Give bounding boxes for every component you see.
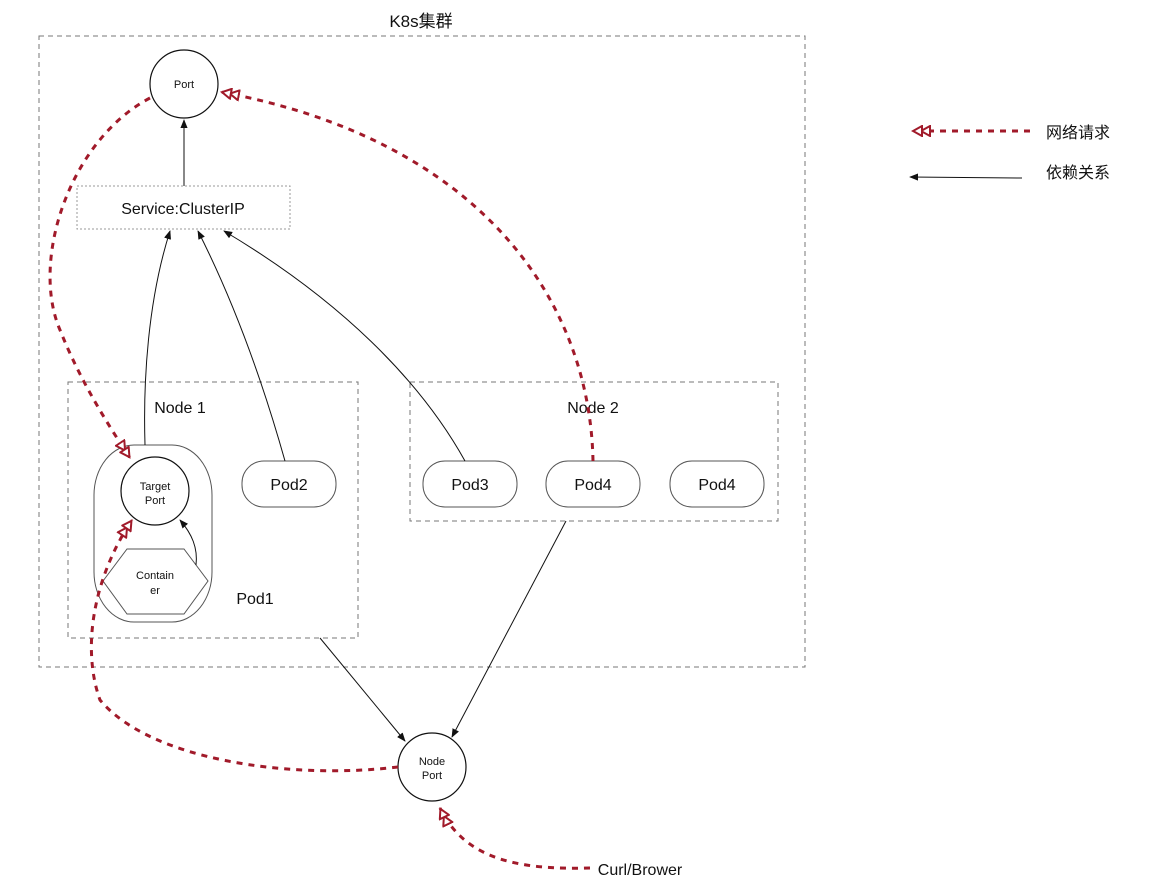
cluster-title: K8s集群 [389, 12, 452, 31]
pod4b-label: Pod4 [698, 477, 735, 494]
pod1-label: Pod1 [236, 591, 273, 608]
dep-node1-to-nodeport [319, 637, 406, 742]
node-port-line2: Port [422, 770, 442, 782]
legend: 网络请求 依赖关系 [909, 123, 1110, 182]
req-client-to-nodeport [438, 808, 591, 870]
legend-request-label: 网络请求 [1046, 123, 1110, 142]
container-hexagon [102, 548, 209, 615]
port-node [149, 49, 219, 119]
dep-node2-to-nodeport [451, 520, 567, 738]
service-label: Service:ClusterIP [121, 201, 245, 218]
target-port-line2: Port [145, 495, 165, 507]
target-port-line1: Target [140, 481, 171, 493]
service-box [76, 185, 291, 230]
pod3-label: Pod3 [451, 477, 488, 494]
cluster-boundary [38, 35, 806, 668]
node-port-line1: Node [419, 756, 445, 768]
port-label: Port [174, 79, 194, 91]
legend-dependency-label: 依赖关系 [1046, 164, 1110, 182]
pod3-pill [422, 460, 518, 508]
req-port-to-targetport [48, 96, 151, 458]
node1-box [67, 381, 359, 639]
pod2-pill [241, 460, 337, 508]
dep-pod1-to-service [144, 230, 171, 446]
pod2-label: Pod2 [270, 477, 307, 494]
node2-box [409, 381, 779, 522]
pod4b-pill [669, 460, 765, 508]
container-line2: er [150, 585, 160, 597]
client-label: Curl/Brower [598, 862, 683, 879]
container-line1: Contain [136, 570, 174, 582]
req-pod4-to-port [221, 92, 595, 462]
dep-container-to-targetport [179, 519, 197, 566]
dep-pod3-to-service [223, 230, 466, 462]
dep-pod2-to-service [197, 230, 286, 462]
node1-title: Node 1 [154, 400, 206, 417]
target-port-node [120, 456, 190, 526]
node2-title: Node 2 [567, 400, 619, 417]
pod4a-label: Pod4 [574, 477, 611, 494]
legend-dependency-line [909, 173, 1023, 181]
